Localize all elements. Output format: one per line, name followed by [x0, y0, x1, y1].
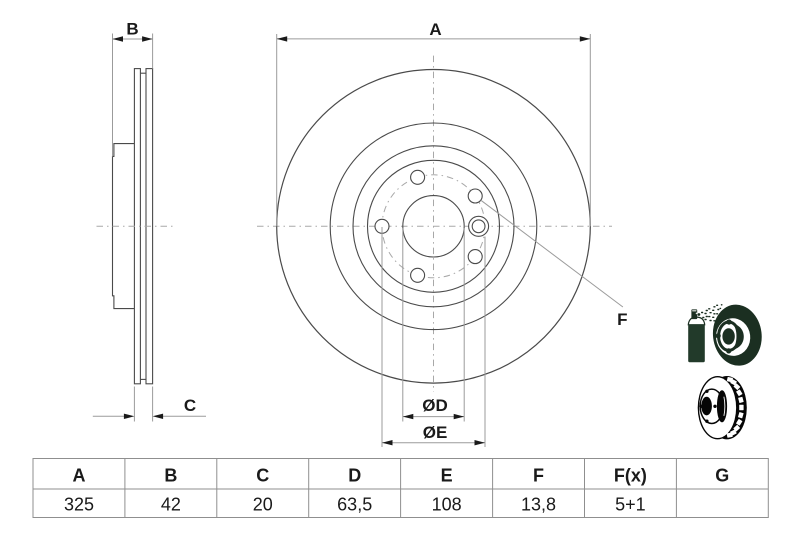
svg-text:F: F — [533, 466, 544, 486]
svg-text:108: 108 — [432, 495, 462, 515]
svg-text:A: A — [73, 466, 86, 486]
svg-text:G: G — [715, 466, 729, 486]
svg-text:63,5: 63,5 — [337, 495, 372, 515]
svg-text:ØD: ØD — [422, 396, 448, 415]
svg-text:B: B — [164, 466, 177, 486]
svg-text:C: C — [184, 396, 196, 415]
svg-text:C: C — [256, 466, 269, 486]
svg-text:5+1: 5+1 — [615, 495, 646, 515]
svg-text:42: 42 — [161, 495, 181, 515]
svg-text:E: E — [441, 466, 453, 486]
svg-text:325: 325 — [64, 495, 94, 515]
svg-text:F: F — [617, 310, 627, 329]
svg-text:A: A — [429, 20, 441, 39]
svg-text:ØE: ØE — [423, 423, 448, 442]
svg-text:B: B — [126, 20, 138, 39]
svg-text:F(x): F(x) — [614, 466, 647, 486]
svg-text:13,8: 13,8 — [521, 495, 556, 515]
svg-text:20: 20 — [253, 495, 273, 515]
svg-text:D: D — [348, 466, 361, 486]
